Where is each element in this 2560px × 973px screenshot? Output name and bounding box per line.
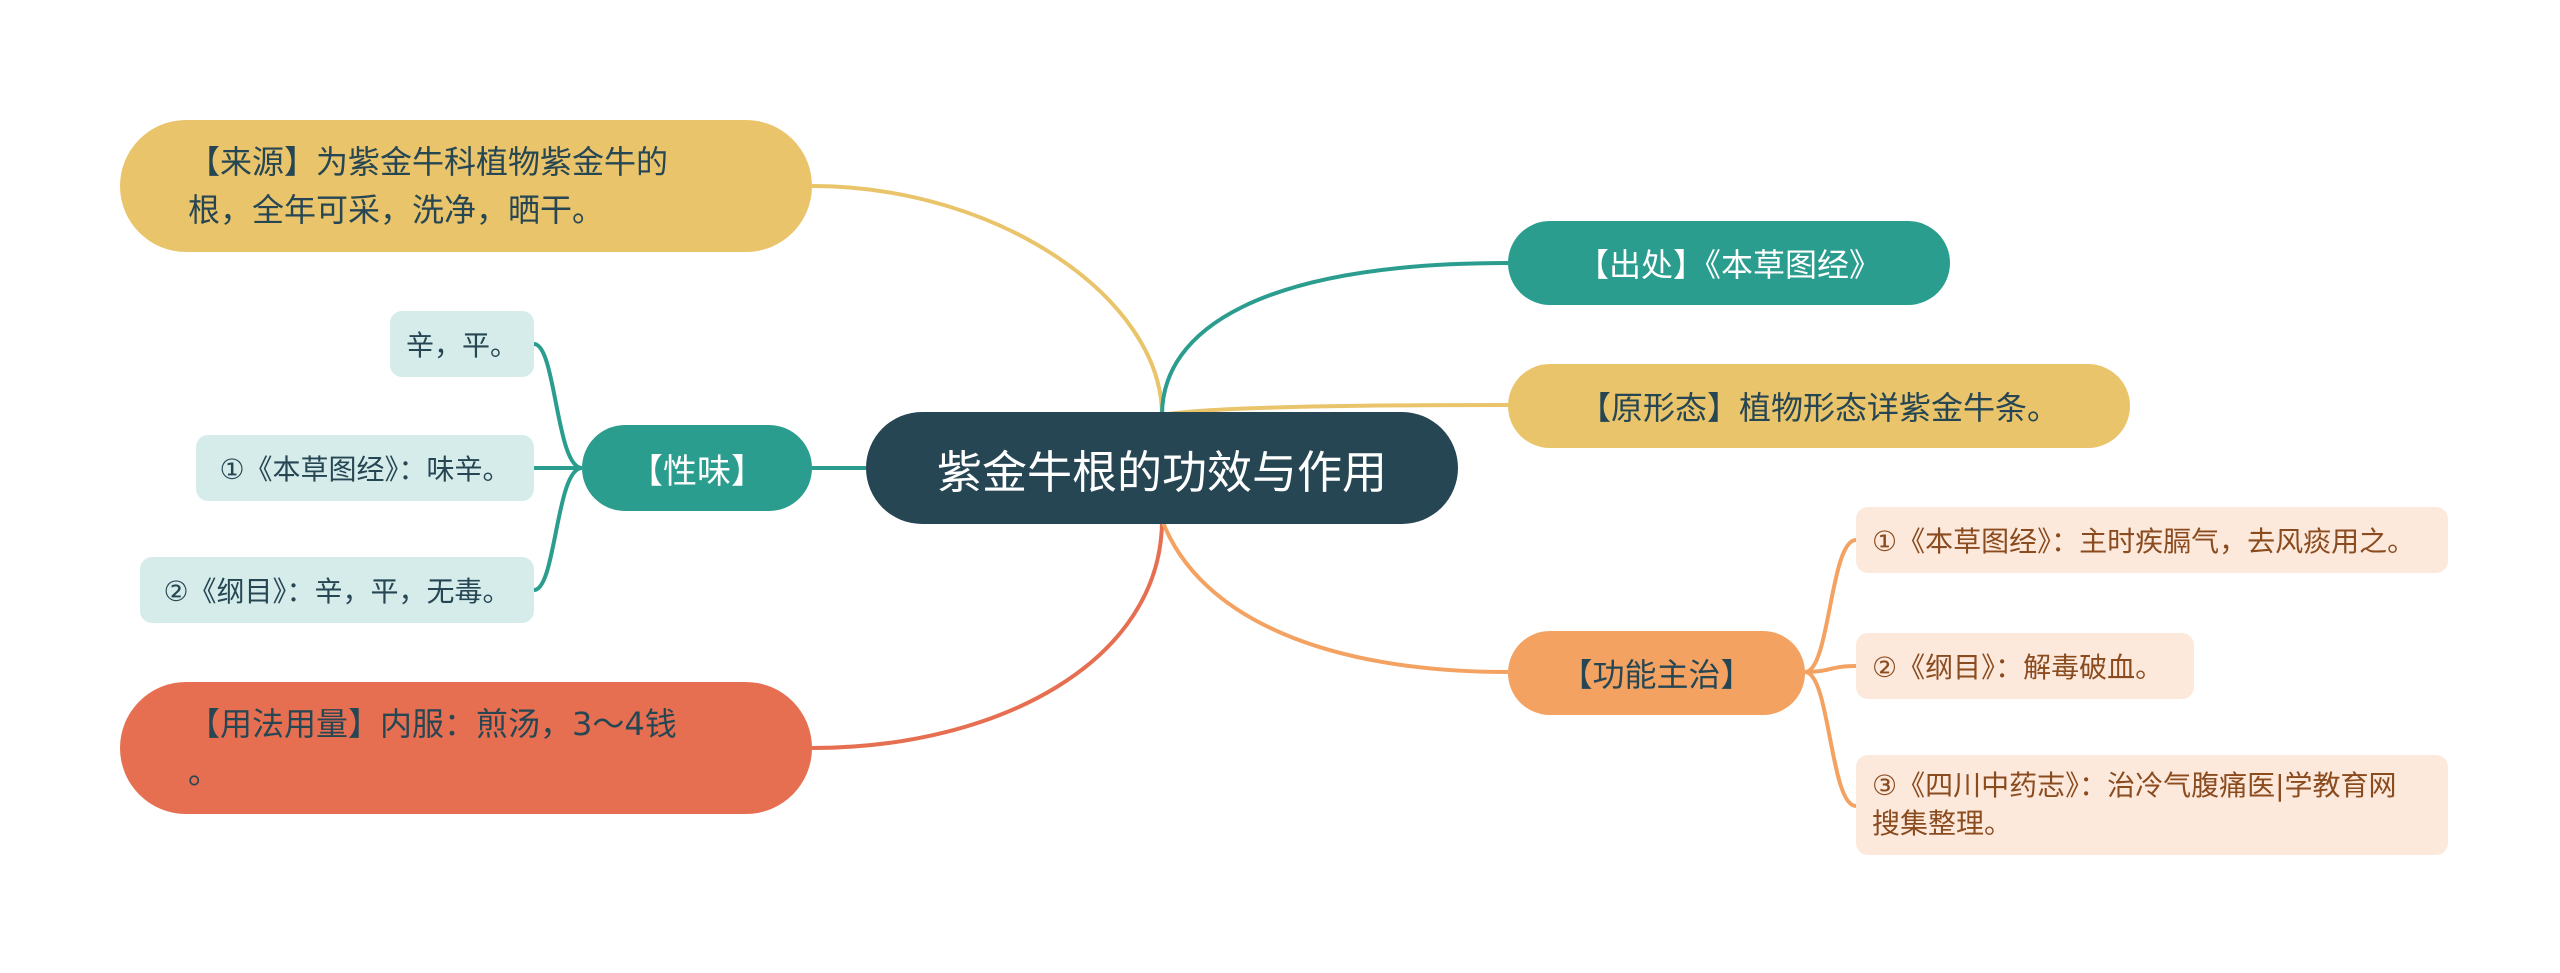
function-item[interactable]: ①《本草图经》：主时疾膈气，去风痰用之。 xyxy=(1856,507,2448,573)
function-item-text: ①《本草图经》：主时疾膈气，去风痰用之。 xyxy=(1872,525,2416,558)
property-item-text: ②《纲目》：辛，平，无毒。 xyxy=(163,575,511,608)
topic-origin[interactable]: 【出处】《本草图经》 xyxy=(1508,221,1950,305)
topic-usage-label: 【用法用量】内服：煎汤，3～4钱 。 xyxy=(188,705,677,791)
link-function xyxy=(1160,519,1509,674)
link-function-1 xyxy=(1804,538,1857,674)
topic-morphology[interactable]: 【原形态】植物形态详紫金牛条。 xyxy=(1508,364,2130,448)
topic-source[interactable]: 【来源】为紫金牛科植物紫金牛的 根，全年可采，洗净，晒干。 xyxy=(120,120,812,252)
topic-origin-label: 【出处】《本草图经》 xyxy=(1576,246,1881,284)
link-function-2 xyxy=(1804,664,1857,674)
link-property-1 xyxy=(533,342,583,470)
topic-function[interactable]: 【功能主治】 xyxy=(1508,631,1805,715)
link-source xyxy=(811,184,1164,416)
property-item[interactable]: ①《本草图经》：味辛。 xyxy=(196,435,534,501)
property-item[interactable]: ②《纲目》：辛，平，无毒。 xyxy=(140,557,534,623)
function-item-text: ③《四川中药志》：治冷气腹痛医|学教育网 搜集整理。 xyxy=(1872,769,2397,840)
link-usage xyxy=(811,519,1164,750)
function-item[interactable]: ②《纲目》：解毒破血。 xyxy=(1856,633,2194,699)
root-topic[interactable]: 紫金牛根的功效与作用 xyxy=(866,412,1458,524)
topic-property-label: 【性味】 xyxy=(629,451,765,492)
link-function-3 xyxy=(1804,670,1857,808)
topic-source-label: 【来源】为紫金牛科植物紫金牛的 根，全年可采，洗净，晒干。 xyxy=(188,143,669,229)
topic-property[interactable]: 【性味】 xyxy=(582,425,812,511)
link-property-3 xyxy=(533,466,583,592)
topic-morphology-label: 【原形态】植物形态详紫金牛条。 xyxy=(1578,389,2059,427)
property-item[interactable]: 辛，平。 xyxy=(390,311,534,377)
topic-usage[interactable]: 【用法用量】内服：煎汤，3～4钱 。 xyxy=(120,682,812,814)
property-item-text: ①《本草图经》：味辛。 xyxy=(219,453,511,486)
link-origin xyxy=(1160,261,1509,416)
topic-function-label: 【功能主治】 xyxy=(1560,656,1753,694)
property-item-text: 辛，平。 xyxy=(405,329,518,362)
function-item-text: ②《纲目》：解毒破血。 xyxy=(1872,651,2164,684)
root-label: 紫金牛根的功效与作用 xyxy=(936,445,1387,499)
function-item[interactable]: ③《四川中药志》：治冷气腹痛医|学教育网 搜集整理。 xyxy=(1856,755,2448,855)
